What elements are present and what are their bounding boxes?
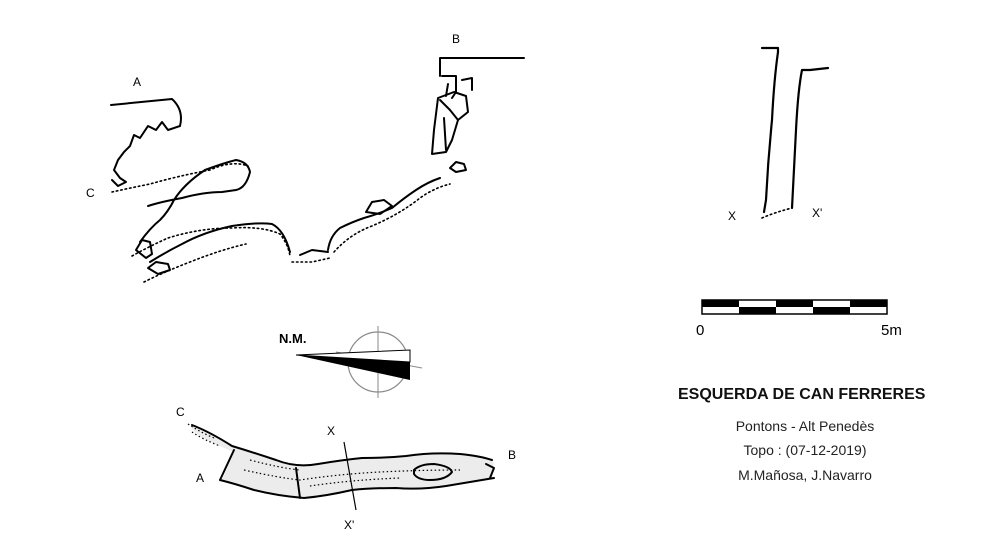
scale-segment	[739, 300, 776, 307]
profile-label-x: X	[728, 209, 737, 223]
scale-segment	[850, 300, 887, 307]
survey-date: Topo : (07-12-2019)	[743, 442, 867, 458]
north-label: N.M.	[279, 331, 307, 346]
survey-authors: M.Mañosa, J.Navarro	[738, 467, 872, 483]
north-arrow	[295, 326, 423, 398]
plan-label-x-prime: X'	[344, 518, 355, 532]
scale-segment	[702, 307, 739, 314]
scale-segment	[813, 300, 850, 307]
plan-label-x: X	[327, 424, 336, 438]
survey-title: ESQUERDA DE CAN FERRERES	[678, 386, 926, 403]
scale-end-label: 5m	[881, 322, 902, 339]
plan-label-c: C	[176, 405, 185, 419]
scale-bar	[701, 299, 888, 315]
section-label-c: C	[86, 186, 95, 200]
section-drawing	[110, 57, 525, 275]
scale-segment	[850, 307, 887, 314]
scale-segment	[776, 307, 813, 314]
scale-segment	[813, 307, 850, 314]
plan-label-a: A	[196, 471, 205, 485]
section-label-b: B	[452, 32, 461, 46]
scale-start-label: 0	[696, 322, 705, 339]
scale-segment	[776, 300, 813, 307]
profile-floor-stipple	[761, 207, 793, 219]
profile-label-x-prime: X'	[812, 206, 823, 220]
section-floor-stipple	[111, 162, 451, 283]
survey-location: Pontons - Alt Penedès	[735, 418, 875, 434]
scale-border	[701, 299, 888, 315]
section-label-a: A	[133, 75, 142, 89]
profile-drawing	[760, 46, 830, 214]
plan-drawing	[187, 423, 495, 511]
plan-label-b: B	[508, 448, 517, 462]
scale-segment	[702, 300, 739, 307]
scale-segment	[739, 307, 776, 314]
